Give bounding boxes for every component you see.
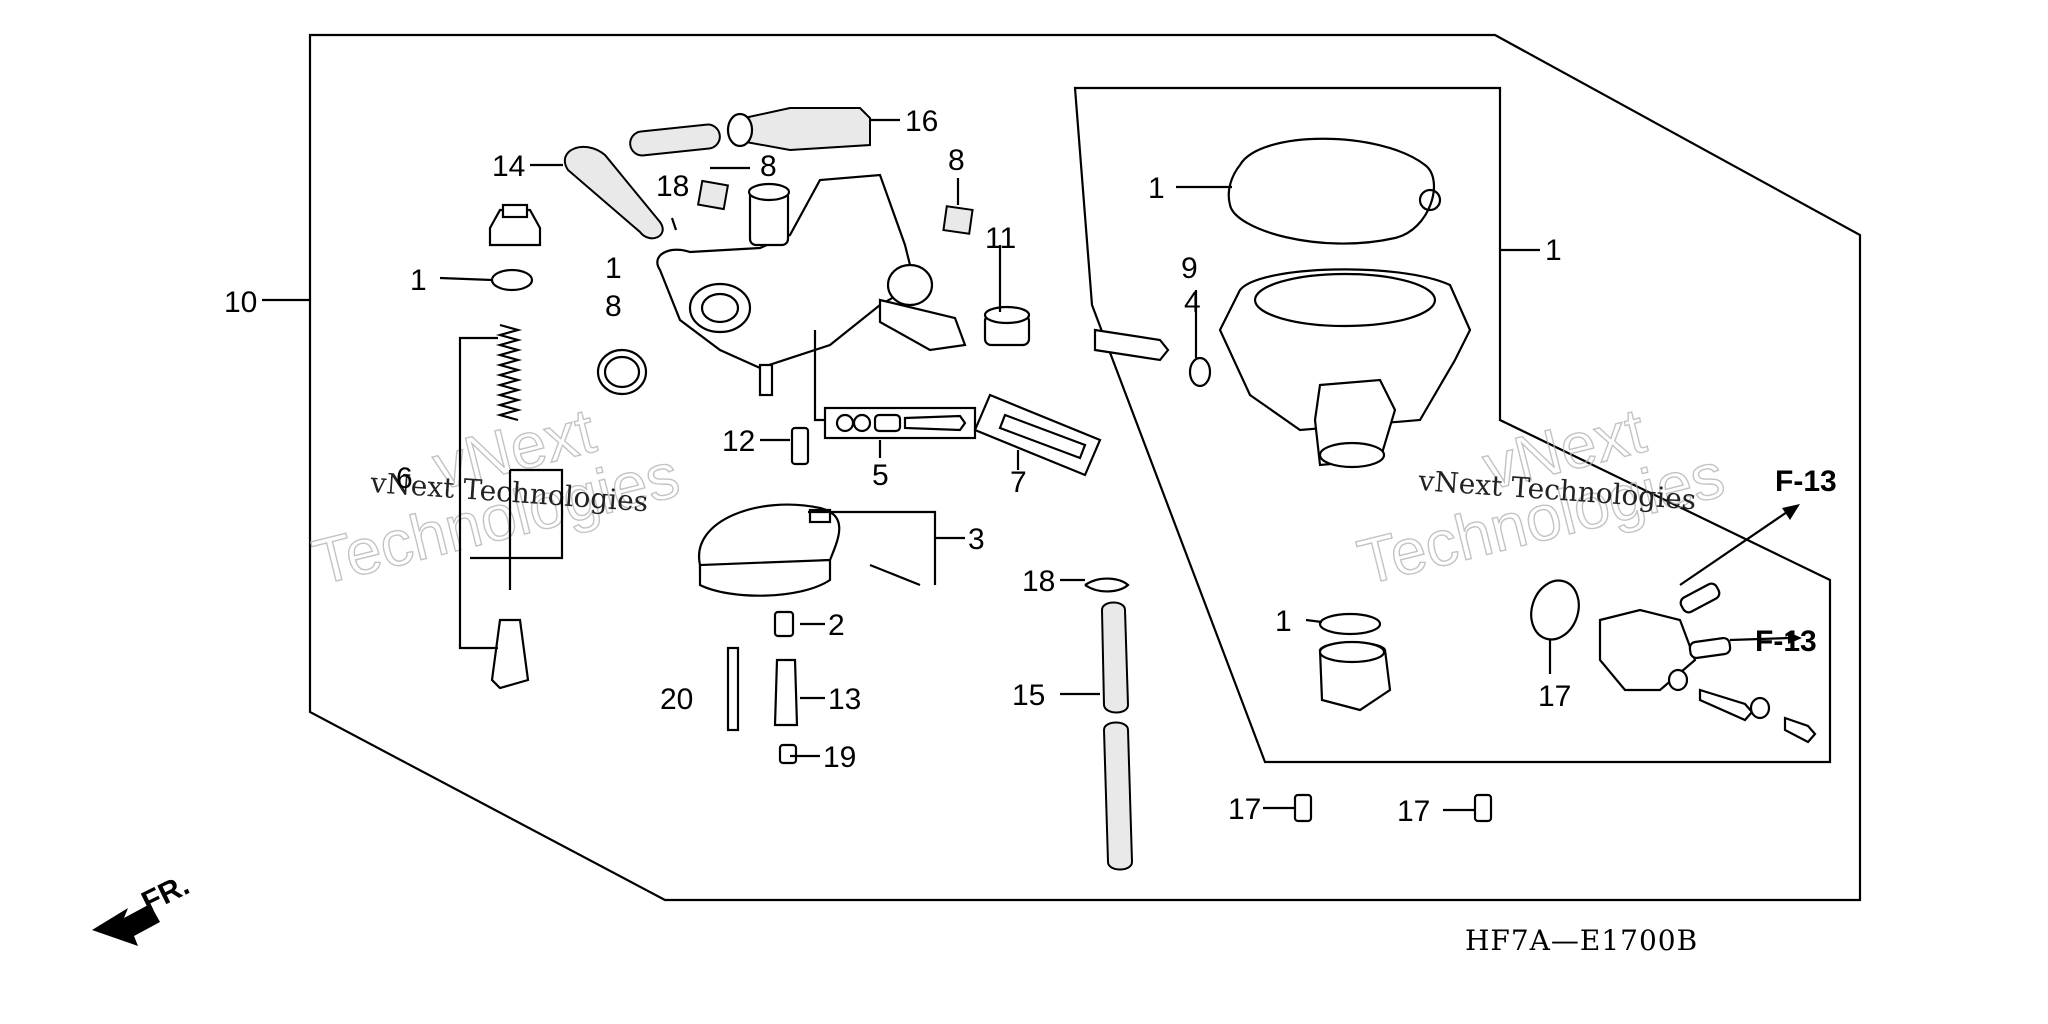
drain-tube-upper-part <box>1100 601 1130 714</box>
leader-line <box>813 330 825 422</box>
bolt-part <box>1783 716 1817 744</box>
watermark-left: vNext Technologies vNext Technologies <box>305 393 686 599</box>
washer-part <box>1188 356 1212 388</box>
seal-pad-part <box>696 179 730 211</box>
chamber-gasket-part <box>1227 137 1442 245</box>
drain-tube-lower-part <box>1102 721 1134 871</box>
screw-part <box>1473 793 1493 823</box>
main-jet-part <box>773 610 795 638</box>
callout-7: 7 <box>1010 466 1027 499</box>
carburetor-body-part <box>656 173 967 397</box>
drain-screw-part <box>778 743 798 765</box>
jet-needle-part <box>726 646 740 732</box>
o-ring-inner <box>603 355 641 389</box>
callout-20: 20 <box>660 683 693 716</box>
outer-frame <box>308 33 1862 902</box>
front-arrow-icon: FR. <box>92 868 195 946</box>
callout-3: 3 <box>968 523 985 556</box>
callout-8: 8 <box>948 144 965 177</box>
jet-part <box>790 426 810 466</box>
callout-1: 1 <box>410 264 427 297</box>
ref-arrow-line <box>1729 636 1791 642</box>
watermark-right: vNext Technologies vNext Technologies <box>1350 393 1731 599</box>
callout-16: 16 <box>905 105 938 138</box>
callout-1: 1 <box>1148 172 1165 205</box>
washer-part <box>1667 668 1689 692</box>
callout-1: 1 <box>1275 605 1292 638</box>
seal-pad-part <box>942 205 974 235</box>
callout-leaders <box>262 118 1552 812</box>
callout-8: 8 <box>605 290 622 323</box>
needle-jet-holder-part <box>773 658 799 727</box>
drawing-code: HF7A—E1700B <box>1465 924 1698 957</box>
callout-6: 6 <box>396 462 413 495</box>
callout-1: 9 <box>1181 252 1198 285</box>
fuel-pump-part <box>1598 582 1732 692</box>
ref-f13-upper: F-13 <box>1775 465 1837 498</box>
callout-18: 18 <box>1022 565 1055 598</box>
float-chamber-part <box>1218 268 1472 469</box>
callout-5: 5 <box>872 459 889 492</box>
float-part <box>697 503 921 597</box>
o-ring-part <box>1318 612 1382 636</box>
throttle-spring-part <box>490 323 530 690</box>
washer-part <box>1749 696 1771 720</box>
callout-11: 11 <box>985 222 1016 255</box>
callout-15: 15 <box>1012 679 1045 712</box>
ref-f13-lower: F-13 <box>1755 625 1817 658</box>
callout-18: 18 <box>656 170 689 203</box>
callout-10: 10 <box>224 286 257 319</box>
vent-tube-part <box>629 107 871 157</box>
callout-9: 4 <box>1184 286 1201 319</box>
callout-12: 12 <box>722 425 755 458</box>
air-screw-part <box>1093 328 1170 362</box>
gasket-part <box>1530 579 1580 641</box>
pilot-screw-set-part <box>823 406 977 440</box>
drain-cap-part <box>1318 640 1392 712</box>
bolt-part <box>1698 688 1754 722</box>
tube-clip-part <box>1084 577 1130 593</box>
fuel-tube-part <box>563 145 664 240</box>
callout-2: 2 <box>828 609 845 642</box>
ref-arrow-line <box>1679 509 1791 586</box>
top-cap-part <box>488 203 542 292</box>
callout-17: 17 <box>1228 793 1261 826</box>
callout-1: 1 <box>605 252 622 285</box>
ref-arrowhead <box>1782 504 1800 520</box>
callout-17: 17 <box>1397 795 1430 828</box>
callout-1: 17 <box>1538 680 1571 713</box>
callout-13: 13 <box>828 683 861 716</box>
callout-4: 1 <box>1545 234 1562 267</box>
callout-8: 8 <box>760 150 777 183</box>
callout-14: 14 <box>492 150 525 183</box>
float-chamber-frame <box>1073 86 1832 764</box>
adjust-screw-part <box>973 393 1102 477</box>
ref-arrowhead <box>1788 632 1802 644</box>
callout-19: 19 <box>823 741 856 774</box>
callout-labels: 16 14 8 18 8 1 1 8 11 10 12 5 7 6 3 2 13… <box>224 105 1571 828</box>
screw-part <box>1293 793 1313 823</box>
plug-cap-part <box>983 305 1031 347</box>
